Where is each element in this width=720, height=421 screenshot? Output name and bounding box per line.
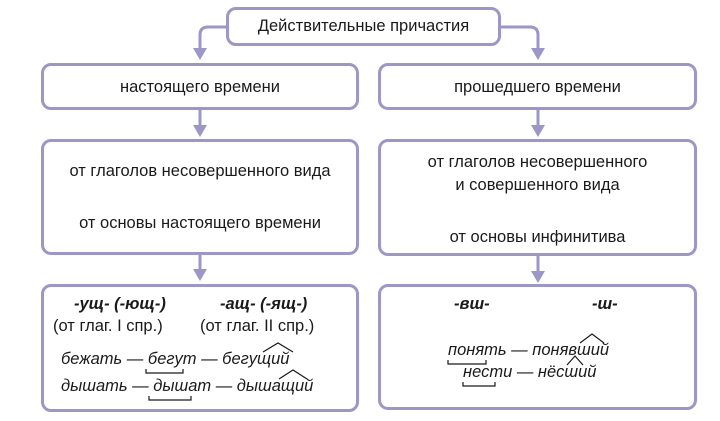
- present-heading-box: [41, 63, 359, 110]
- present-formation-box: [41, 139, 359, 255]
- stem-underline: [145, 369, 184, 374]
- stem-highlight: дыш: [153, 377, 189, 395]
- present-formation-aspect: от глаголов несовершенного вида: [69, 162, 331, 180]
- arrow-head: [193, 269, 207, 281]
- arrow-head: [193, 48, 207, 60]
- arrow-head: [531, 271, 545, 283]
- past-formation-aspect-line1: от глаголов несовершенного: [427, 153, 648, 171]
- stem-underline: [462, 382, 496, 387]
- past-formation-stem: от основы инфинитива: [449, 228, 626, 246]
- suffix-cap: [579, 333, 605, 344]
- past-suffix-1: -вш-: [454, 295, 490, 313]
- past-suffix-box: [378, 284, 697, 410]
- past-heading: прошедшего времени: [454, 78, 621, 96]
- title-box: [226, 7, 501, 46]
- arrow-title-to-past: [500, 25, 540, 50]
- present-example-breathe: дышать — дышат — дышащий: [61, 377, 314, 395]
- present-suffix-2: -ащ- (-ящ-): [220, 295, 308, 313]
- arrow-head: [531, 125, 545, 137]
- arrow-head: [193, 125, 207, 137]
- arrow-title-to-present: [198, 25, 229, 50]
- past-formation-box: [378, 139, 697, 256]
- present-suffix-1-note: (от глаг. I спр.): [53, 317, 163, 335]
- present-example-run: бежать — бегут — бегущий: [61, 350, 290, 368]
- present-formation-stem: от основы настоящего времени: [79, 214, 321, 232]
- present-heading: настоящего времени: [120, 78, 280, 96]
- past-example-understand: понять — понявший: [448, 341, 610, 359]
- diagram-title: Действительные причастия: [257, 17, 470, 35]
- past-heading-box: [378, 63, 697, 110]
- present-suffix-box: [41, 284, 359, 412]
- suffix-cap: [278, 369, 308, 380]
- past-example-carry: нести — нёсший: [463, 363, 597, 381]
- suffix-cap: [566, 355, 584, 366]
- past-formation-aspect-line2: и совершенного вида: [455, 176, 620, 194]
- suffix-cap: [262, 342, 294, 353]
- arrow-head: [531, 48, 545, 60]
- present-suffix-2-note: (от глаг. II спр.): [200, 317, 315, 335]
- stem-underline: [447, 360, 487, 365]
- present-suffix-1: -ущ- (-ющ-): [74, 295, 166, 313]
- stem-highlight: бег: [147, 350, 175, 368]
- past-suffix-2: -ш-: [592, 295, 618, 313]
- stem-underline: [148, 396, 192, 401]
